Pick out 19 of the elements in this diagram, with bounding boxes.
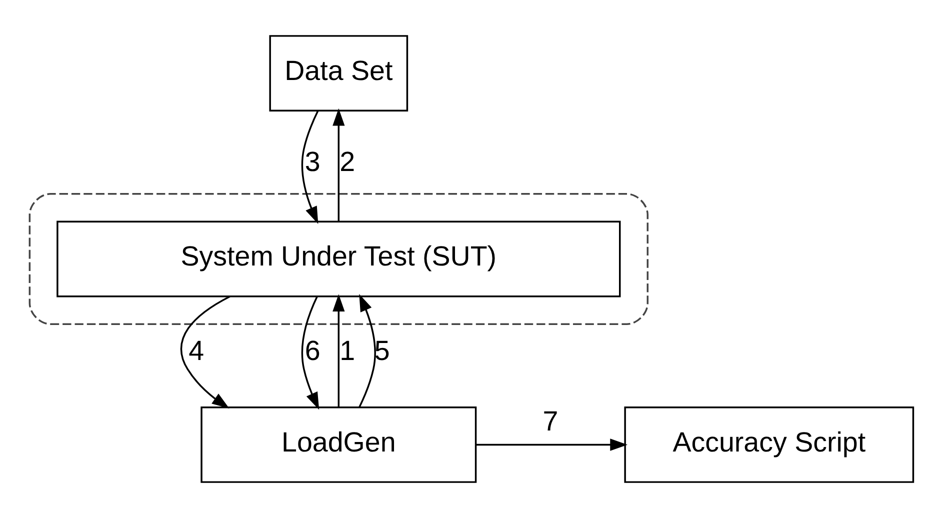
arrow [332, 294, 345, 408]
edge-label: 1 [340, 335, 356, 366]
arrow [358, 294, 376, 408]
arrow [301, 296, 320, 410]
edge-label: 2 [340, 146, 356, 177]
node-box: LoadGen [200, 406, 477, 483]
edge-label: 3 [304, 146, 320, 177]
edge-label: 4 [188, 335, 204, 366]
arrow [332, 108, 345, 222]
edge-label: 7 [542, 406, 558, 436]
node-box: Accuracy Script [624, 406, 914, 483]
cluster [28, 193, 648, 325]
arrow [180, 296, 230, 408]
node-box: Data Set [269, 35, 408, 112]
arrow [476, 438, 628, 451]
edge-label: 5 [374, 335, 390, 366]
arrow [301, 110, 319, 224]
edge-label: 6 [304, 335, 320, 366]
node-box: System Under Test (SUT) [56, 220, 621, 298]
